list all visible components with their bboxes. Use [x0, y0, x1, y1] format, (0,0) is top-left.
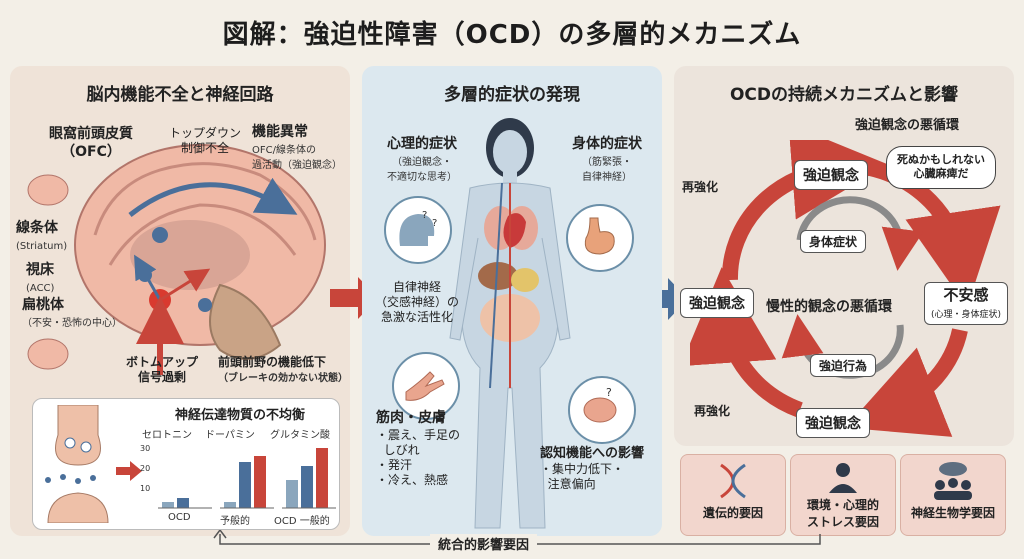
page-title: 図解：強迫性障害（OCD）の多層的メカニズム [222, 20, 802, 50]
factor-genetic-label: 遺伝的要因 [702, 506, 763, 520]
thalamus-label: 視床(ACC) [26, 262, 55, 294]
nt-xlabel-3: OCD 一般的 [274, 516, 330, 527]
nt-col-dopamine: ドーパミン [205, 430, 255, 441]
hand-icon [405, 371, 445, 401]
psych-symptoms-label: 心理的症状（強迫観念・不適切な思考） [387, 136, 457, 183]
nt-ytick: 30 [140, 444, 150, 453]
head-question-icon: ?? [399, 210, 437, 246]
nt-bar [254, 456, 266, 508]
nt-xlabel-1: OCD [168, 512, 191, 523]
ofc-label: 眼窩前頭皮質（OFC） [49, 126, 133, 160]
nt-bar-chart: 30 20 10 [140, 444, 336, 509]
inner-body-symptoms: 身体症状 [800, 230, 867, 253]
nt-bar [316, 448, 328, 508]
svg-text:?: ? [606, 386, 612, 399]
inner-cycle-label: 慢性的観念の悪循環 [766, 299, 892, 315]
muscle-skin-label: 筋肉・皮膚・震え、手足の しびれ・発汗・冷え、熱感 [376, 410, 461, 487]
topdown-label: トップダウン制御不全 [168, 126, 241, 155]
node-obsession-left: 強迫観念 [680, 288, 754, 318]
stomach-icon [584, 217, 615, 255]
mechanism-panel-title: OCDの持続メカニズムと影響 [729, 85, 959, 105]
factor-environment: 環境・心理的 ストレス要因 [790, 454, 896, 536]
dna-icon [720, 463, 746, 499]
integration-label: 統合的影響要因 [430, 534, 538, 553]
node-obsession-bottom: 強迫観念 [796, 408, 870, 438]
bottomup-label: ボトムアップ信号過剰 [125, 355, 198, 384]
nt-title: 神経伝達物質の不均衡 [174, 408, 305, 423]
node-obsession-top: 強迫観念 [794, 160, 868, 190]
nt-bar [177, 498, 189, 508]
striatum-label: 線条体(Striatum) [16, 220, 68, 252]
body-figure-icon [449, 118, 571, 529]
svg-text:?: ? [422, 210, 427, 221]
cognitive-label: 認知機能への影響・集中力低下・ 注意偏向 [540, 446, 645, 492]
nt-bar [286, 480, 298, 508]
nt-bar [301, 466, 313, 508]
cycle-arrows [690, 140, 1001, 437]
synapse-icon [45, 405, 142, 523]
amygdala-label: 扁桃体（不安・恐怖の中心） [22, 297, 122, 329]
nt-bar [239, 462, 251, 508]
reinforce-label-bottom: 再強化 [694, 404, 731, 418]
nt-xlabel-2: 予般的 [220, 516, 250, 527]
reinforce-label-top: 再強化 [682, 180, 719, 194]
nt-ytick: 10 [140, 484, 150, 493]
factor-environment-label-2: ストレス要因 [806, 515, 879, 529]
brain-panel-title: 脳内機能不全と神経回路 [86, 85, 274, 105]
nt-col-glutamate: グルタミン酸 [270, 430, 330, 441]
people-cloud-icon [934, 462, 972, 500]
pfc-label: 前頭前野の機能低下（ブレーキの効かない状態） [218, 355, 348, 384]
nt-bar [224, 502, 236, 508]
factor-genetic: 遺伝的要因 [680, 454, 786, 536]
brain-thumb-icon [27, 174, 69, 206]
thought-bubble: 死ぬかもしれない心臓麻痺だ [886, 146, 996, 189]
cycle-title: 強迫観念の悪循環 [855, 118, 960, 133]
factor-neurobio-label: 神経生物学要因 [910, 506, 995, 520]
nt-col-serotonin: セロトニン [142, 430, 192, 441]
factor-neurobio: 神経生物学要因 [900, 454, 1006, 536]
node-anxiety: 不安感(心理・身体症状) [924, 282, 1009, 326]
nt-bar [162, 502, 174, 508]
brain-question-icon: ? [583, 386, 617, 423]
inner-compulsion: 強迫行為 [810, 354, 877, 377]
stressed-person-icon [829, 463, 857, 493]
factor-environment-label-1: 環境・心理的 [806, 498, 879, 512]
brain-thumb-icon [27, 338, 69, 370]
svg-text:?: ? [432, 218, 437, 229]
symptoms-panel-title: 多層的症状の発現 [444, 85, 580, 105]
autonomic-label: 自律神経（交感神経）の急激な活性化 [374, 280, 459, 324]
nt-ytick: 20 [140, 464, 150, 473]
brain-illustration [74, 144, 326, 375]
phys-symptoms-label: 身体的症状（筋緊張・自律神経） [572, 136, 642, 183]
